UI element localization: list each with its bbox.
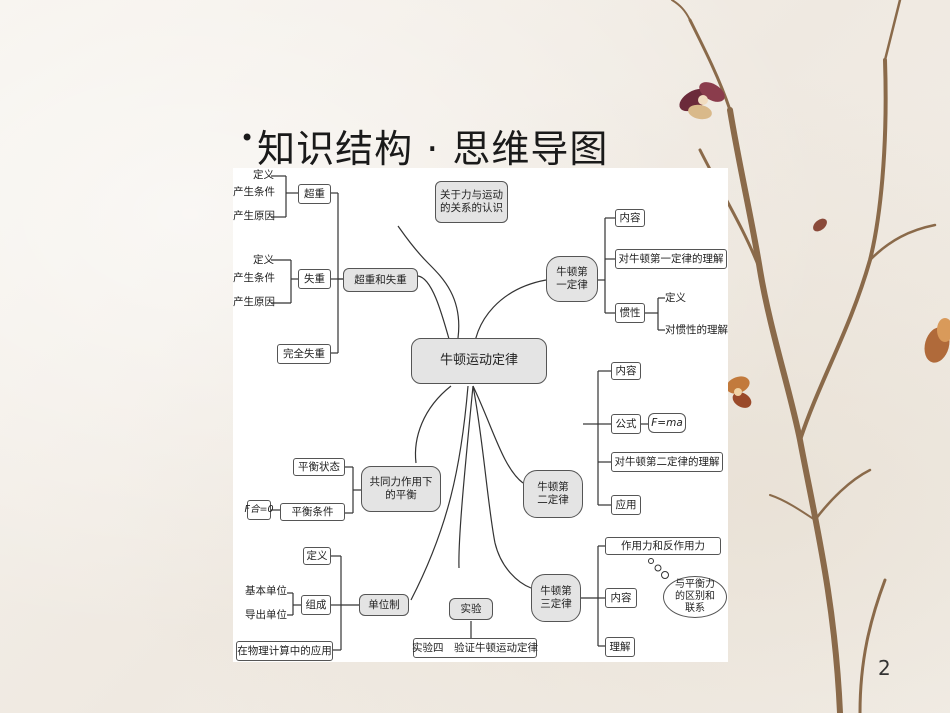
mindmap-connectors [271,175,669,651]
third-law-content: 内容 [605,588,637,608]
weightless-cause: 产生原因 [233,296,275,308]
center-node: 牛顿运动定律 [411,338,547,384]
second-law-node: 牛顿第二定律 [523,470,583,518]
overweight-group-node: 超重和失重 [343,268,418,292]
second-law-understanding: 对牛顿第二定律的理解 [611,452,723,472]
connector-overweight [417,275,452,347]
concurrent-node: 共同力作用下的平衡 [361,466,441,512]
third-law-understanding: 理解 [605,637,635,657]
flower-icon [924,318,950,363]
formula-label: 公式 [611,414,641,434]
title-text: 知识结构 · 思维导图 [257,127,609,171]
thought-bubble-icon [648,558,669,579]
third-law-node: 牛顿第三定律 [531,574,581,622]
net-force-zero: F合=0 [245,500,273,520]
overweight-node: 超重 [298,184,331,204]
first-law-understanding: 对牛顿第一定律的理解 [615,249,727,269]
inertia-definition: 定义 [665,292,686,304]
connector-experiment [458,385,474,569]
action-reaction: 作用力和反作用力 [605,537,721,555]
overweight-condition: 产生条件 [233,186,275,198]
overweight-definition: 定义 [253,169,274,181]
experiment-node: 实验 [449,598,493,620]
weightless-node: 失重 [298,269,331,289]
equilibrium-state: 平衡状态 [293,458,345,476]
flower-icon [813,218,827,232]
complete-weightless-node: 完全失重 [277,344,331,364]
page-number: 2 [878,656,891,680]
overweight-cause: 产生原因 [233,210,275,222]
composition-node: 组成 [301,595,331,615]
relation-node: 关于力与运动的关系的认识 [435,181,508,223]
weightless-condition: 产生条件 [233,272,275,284]
second-law-content: 内容 [611,362,641,380]
connector-third-law [472,385,532,589]
first-law-node: 牛顿第一定律 [546,256,598,302]
unit-system-node: 单位制 [359,594,409,616]
experiment-four: 实验四 验证牛顿运动定律 [412,638,538,658]
mindmap-diagram: 定义 产生条件 产生原因 超重 定义 产生条件 产生原因 失重 完全失重 超重和… [233,168,728,662]
application-node: 应用 [611,495,641,515]
slide-title: •知识结构 · 思维导图 [240,118,720,171]
connector-unit [410,385,469,601]
derived-units: 导出单位 [245,609,287,621]
inertia-understanding: 对惯性的理解 [665,324,728,336]
base-units: 基本单位 [245,585,287,597]
connector-relation [397,225,460,339]
formula-node: F=ma [648,413,686,433]
inertia-node: 惯性 [615,303,645,323]
equilibrium-condition: 平衡条件 [280,503,345,521]
connector-concurrent [414,385,452,464]
balance-difference: 与平衡力的区别和联系 [663,576,727,618]
flower-icon [726,376,752,408]
first-law-content: 内容 [615,209,645,227]
unit-application: 在物理计算中的应用 [236,641,333,661]
unit-definition: 定义 [303,547,331,565]
title-bullet: • [240,124,256,152]
connector-second-law [472,385,524,484]
weightless-definition: 定义 [253,254,274,266]
flower-icon [679,82,725,120]
